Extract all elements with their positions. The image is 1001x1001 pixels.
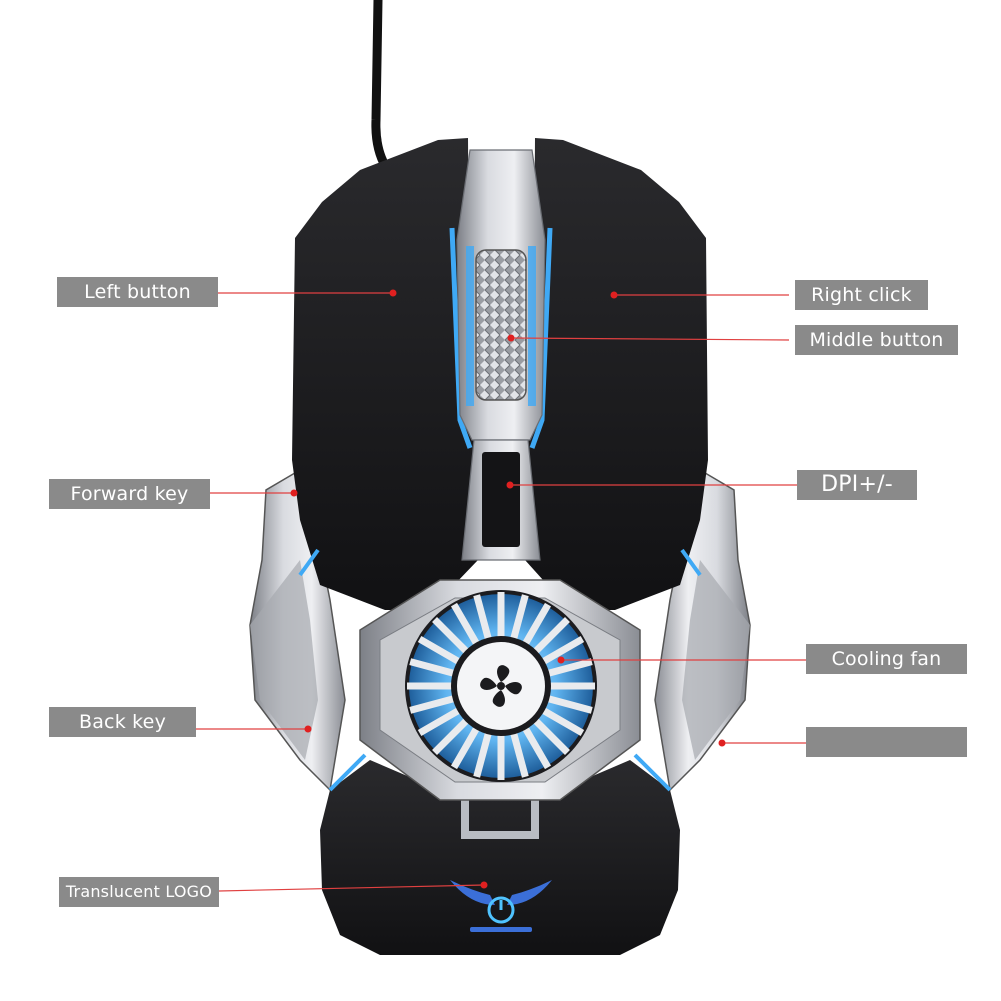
left-button-shell bbox=[292, 138, 478, 610]
callout-side-button bbox=[806, 727, 967, 757]
winged-power-logo bbox=[450, 880, 552, 932]
callout-forward-key: Forward key bbox=[49, 479, 210, 509]
callout-translucent-logo: Translucent LOGO bbox=[59, 877, 219, 907]
marker-dots bbox=[290, 289, 726, 889]
callout-dpi: DPI+/- bbox=[797, 470, 917, 500]
callout-right-click: Right click bbox=[795, 280, 928, 310]
scroll-wheel bbox=[475, 249, 527, 401]
leader-lines bbox=[196, 292, 806, 892]
dpi-button bbox=[482, 452, 520, 547]
callout-cooling-fan: Cooling fan bbox=[806, 644, 967, 674]
right-button-shell bbox=[525, 138, 708, 610]
callout-middle-button: Middle button bbox=[795, 325, 958, 355]
callout-left-button: Left button bbox=[57, 277, 218, 307]
cooling-fan-graphic bbox=[405, 590, 597, 782]
fan-icon bbox=[480, 665, 522, 707]
callout-back-key: Back key bbox=[49, 707, 196, 737]
palm-rest-shell bbox=[320, 760, 680, 955]
